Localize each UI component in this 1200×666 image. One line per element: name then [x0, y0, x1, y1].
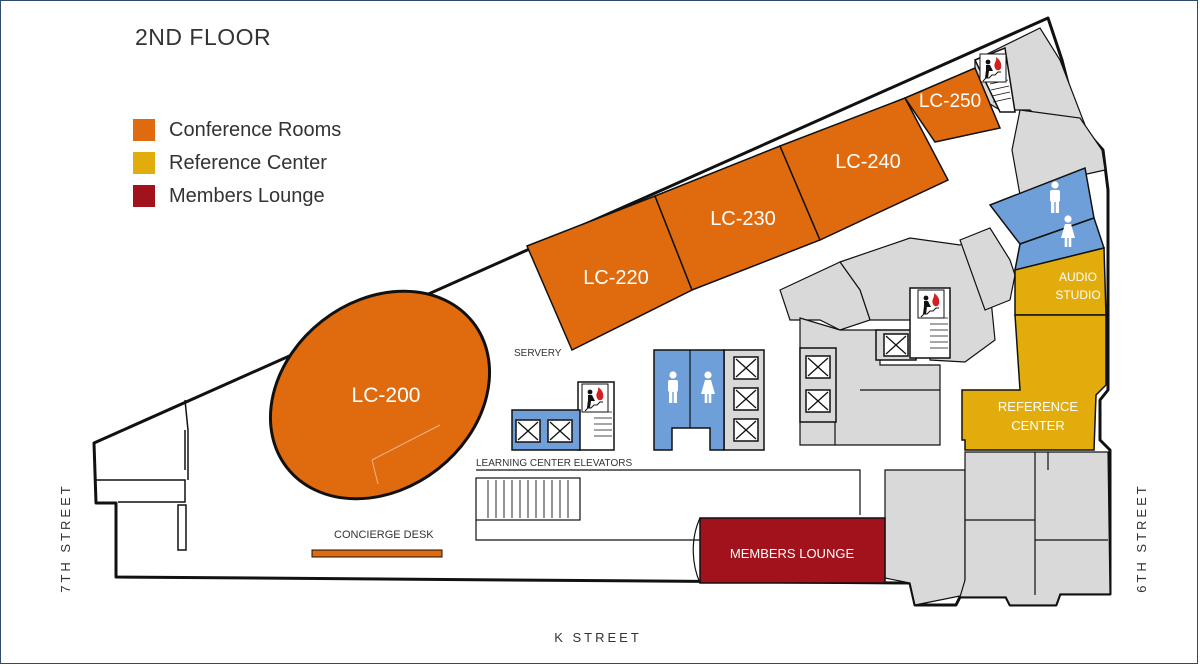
street-label-east: 6TH STREET [1134, 483, 1149, 592]
escalators [475, 469, 861, 584]
elevator-icon [805, 389, 831, 413]
room-lc-200-label: LC-200 [352, 384, 421, 407]
elevator-icon [883, 333, 909, 357]
legend-label-reference: Reference Center [169, 151, 327, 174]
legend-label-conference: Conference Rooms [169, 118, 342, 141]
room-lc-240: LC-240 [779, 97, 950, 242]
learning-center-elevators [511, 409, 581, 451]
members-lounge-label: MEMBERS LOUNGE [730, 546, 855, 561]
west-lobby-walls [96, 399, 189, 551]
stairwell-west [577, 381, 615, 451]
servery-label: SERVERY [514, 348, 562, 359]
legend-label-lounge: Members Lounge [169, 184, 325, 207]
legend-swatch-reference [133, 152, 155, 174]
restroom-east [988, 166, 1105, 272]
room-lc-230-label: LC-230 [710, 208, 776, 230]
room-lc-230: LC-230 [654, 145, 821, 291]
fire-exit-stair-icon [581, 383, 609, 413]
fire-exit-stair-icon [917, 289, 945, 319]
legend-reference-center: Reference Center [133, 151, 327, 175]
room-lc-240-label: LC-240 [835, 151, 901, 173]
elevator-icon [733, 418, 759, 442]
reference-center-label-1: REFERENCE [998, 399, 1079, 414]
room-lc-250: LC-250 [903, 67, 1002, 143]
elevator-icon [733, 387, 759, 411]
elevator-bank-center [723, 349, 765, 451]
restroom-center [653, 349, 725, 451]
legend-members-lounge: Members Lounge [133, 184, 325, 208]
reference-center-label-2: CENTER [1011, 418, 1064, 433]
elevator-icon [805, 355, 831, 379]
members-lounge: MEMBERS LOUNGE [699, 517, 886, 584]
concierge-desk [311, 549, 443, 558]
stairwell-center [909, 287, 951, 359]
stairwell-north [973, 46, 1016, 113]
street-label-west: 7TH STREET [58, 483, 73, 592]
fire-exit-stair-icon [979, 53, 1007, 83]
reference-center: REFERENCE CENTER [961, 314, 1107, 451]
legend-conference-rooms: Conference Rooms [133, 118, 341, 142]
room-lc-200: LC-200 [268, 289, 492, 501]
floor-title: 2ND FLOOR [135, 24, 272, 50]
audio-studio-label-1: AUDIO [1059, 270, 1097, 284]
elevator-icon [547, 419, 573, 443]
elevator-bank-east [799, 347, 837, 423]
room-lc-250-label: LC-250 [919, 91, 981, 112]
legend-swatch-conference [133, 119, 155, 141]
elevator-icon [515, 419, 541, 443]
legend-swatch-lounge [133, 185, 155, 207]
audio-studio-label-2: STUDIO [1055, 288, 1100, 302]
concierge-label: CONCIERGE DESK [334, 529, 434, 541]
room-lc-220-label: LC-220 [583, 267, 649, 289]
street-label-south: K STREET [554, 630, 642, 645]
elevators-label: LEARNING CENTER ELEVATORS [476, 458, 632, 469]
elevator-icon [733, 356, 759, 380]
